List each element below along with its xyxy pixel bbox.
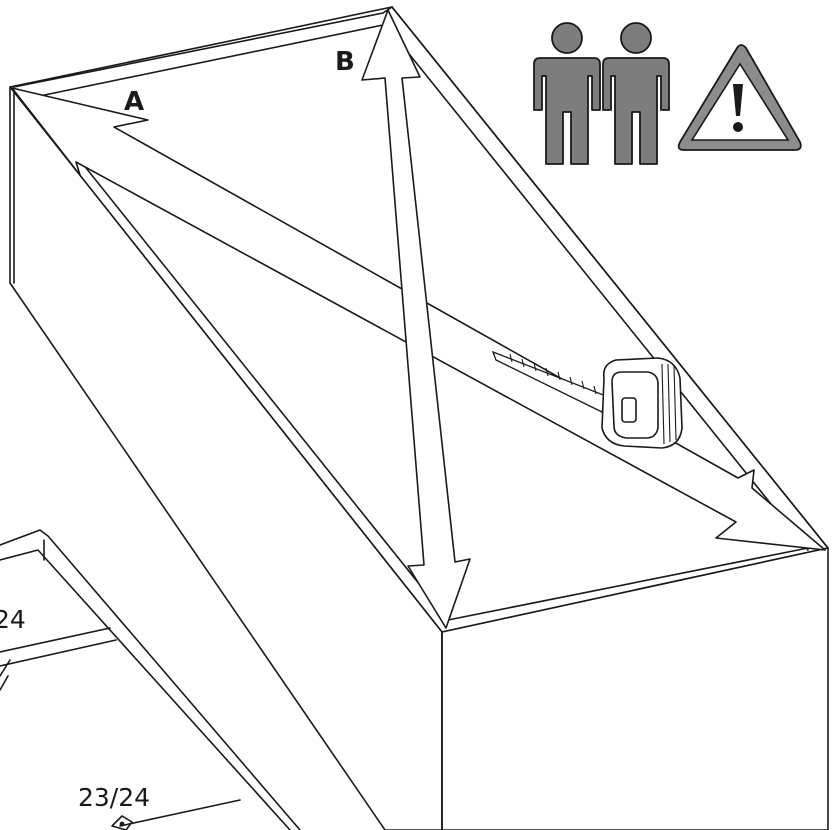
cabinet-left-face bbox=[9, 86, 443, 830]
warning-triangle-icon bbox=[677, 44, 802, 151]
diagonal-arrow-b bbox=[361, 9, 471, 629]
adjacent-panel bbox=[0, 529, 301, 830]
frame-right-inner-2 bbox=[384, 23, 809, 551]
part-reference-left: 24 bbox=[0, 605, 26, 634]
tape-measure-icon bbox=[491, 350, 683, 449]
hinge-icon bbox=[111, 815, 133, 830]
frame-top-inner bbox=[29, 23, 389, 99]
part-reference-lower: 23/24 bbox=[78, 783, 150, 812]
person-figure-right bbox=[602, 22, 670, 165]
frame-left-inner bbox=[29, 97, 449, 621]
frame-front-inner bbox=[447, 547, 809, 621]
two-person-assembly-icon bbox=[533, 22, 670, 165]
person-figure-left bbox=[533, 22, 601, 165]
frame-right-inner bbox=[391, 6, 829, 549]
frame-top-edge bbox=[13, 6, 393, 88]
diagonal-label-a: A bbox=[124, 87, 144, 117]
diagonal-label-b: B bbox=[335, 47, 355, 77]
